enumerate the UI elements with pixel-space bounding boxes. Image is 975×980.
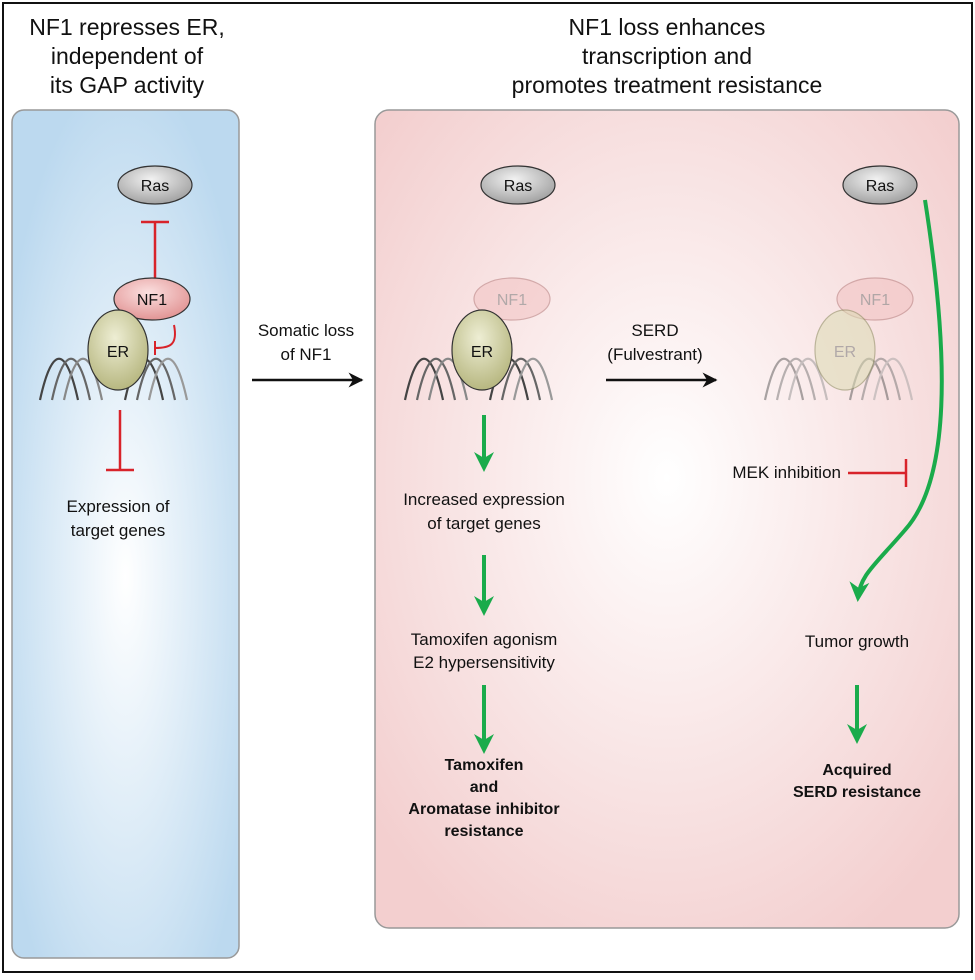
right-title-line-3: promotes treatment resistance — [512, 72, 823, 98]
right-er-label: ER — [834, 344, 856, 361]
left-nf1-node: NF1 — [113, 277, 191, 321]
left-title-line-1: NF1 represses ER, — [29, 14, 225, 40]
right-title-line-1: NF1 loss enhances — [569, 14, 766, 40]
left-dna-helix-icon — [38, 357, 189, 401]
right-nf1-node: NF1 — [836, 277, 914, 321]
mid-result-line-2: and — [470, 779, 498, 796]
mid-result-line-4: resistance — [444, 823, 523, 840]
mid-result-line-3: Aromatase inhibitor — [408, 801, 559, 818]
mid-ras-node: Ras — [480, 165, 556, 205]
left-er-label: ER — [107, 344, 129, 361]
left-er-inhibits-expression — [106, 410, 134, 472]
right-ras-label: Ras — [866, 178, 894, 195]
transition-2-line-2: (Fulvestrant) — [607, 345, 702, 364]
left-nf1-inhibits-er — [154, 324, 176, 355]
mek-inhibition-bar — [848, 459, 908, 487]
mid-step2-line-1: Tamoxifen agonism — [411, 630, 557, 649]
mid-nf1-label: NF1 — [497, 292, 527, 309]
left-output-line-2: target genes — [71, 521, 166, 540]
right-step1-label: Tumor growth — [805, 632, 909, 651]
mid-result-line-1: Tamoxifen — [445, 757, 524, 774]
mid-step1-line-1: Increased expression — [403, 490, 565, 509]
left-title-line-2: independent of — [51, 43, 204, 69]
transition-2-line-1: SERD — [631, 321, 678, 340]
right-title-line-2: transcription and — [582, 43, 752, 69]
mid-ras-label: Ras — [504, 178, 532, 195]
left-nf1-inhibits-ras — [141, 220, 169, 280]
right-ras-node: Ras — [842, 165, 918, 205]
mid-er-label: ER — [471, 344, 493, 361]
left-ras-node: Ras — [117, 165, 193, 205]
right-nf1-label: NF1 — [860, 292, 890, 309]
left-er-node: ER — [87, 309, 149, 391]
left-panel — [11, 109, 240, 959]
left-nf1-label: NF1 — [137, 292, 167, 309]
left-ras-label: Ras — [141, 178, 169, 195]
left-title-line-3: its GAP activity — [50, 72, 205, 98]
mid-er-node: ER — [451, 309, 513, 391]
right-er-node: ER — [814, 309, 876, 391]
ras-to-tumor-growth-arrow — [849, 199, 944, 602]
mek-inhibition-label: MEK inhibition — [732, 463, 841, 482]
right-result-line-1: Acquired — [822, 762, 891, 779]
transition-1-line-2: of NF1 — [280, 345, 331, 364]
mid-step1-line-2: of target genes — [427, 514, 540, 533]
mid-nf1-node: NF1 — [473, 277, 551, 321]
left-output-line-1: Expression of — [67, 497, 170, 516]
right-result-line-2: SERD resistance — [793, 784, 921, 801]
transition-1-line-1: Somatic loss — [258, 321, 354, 340]
mid-step2-line-2: E2 hypersensitivity — [413, 653, 555, 672]
